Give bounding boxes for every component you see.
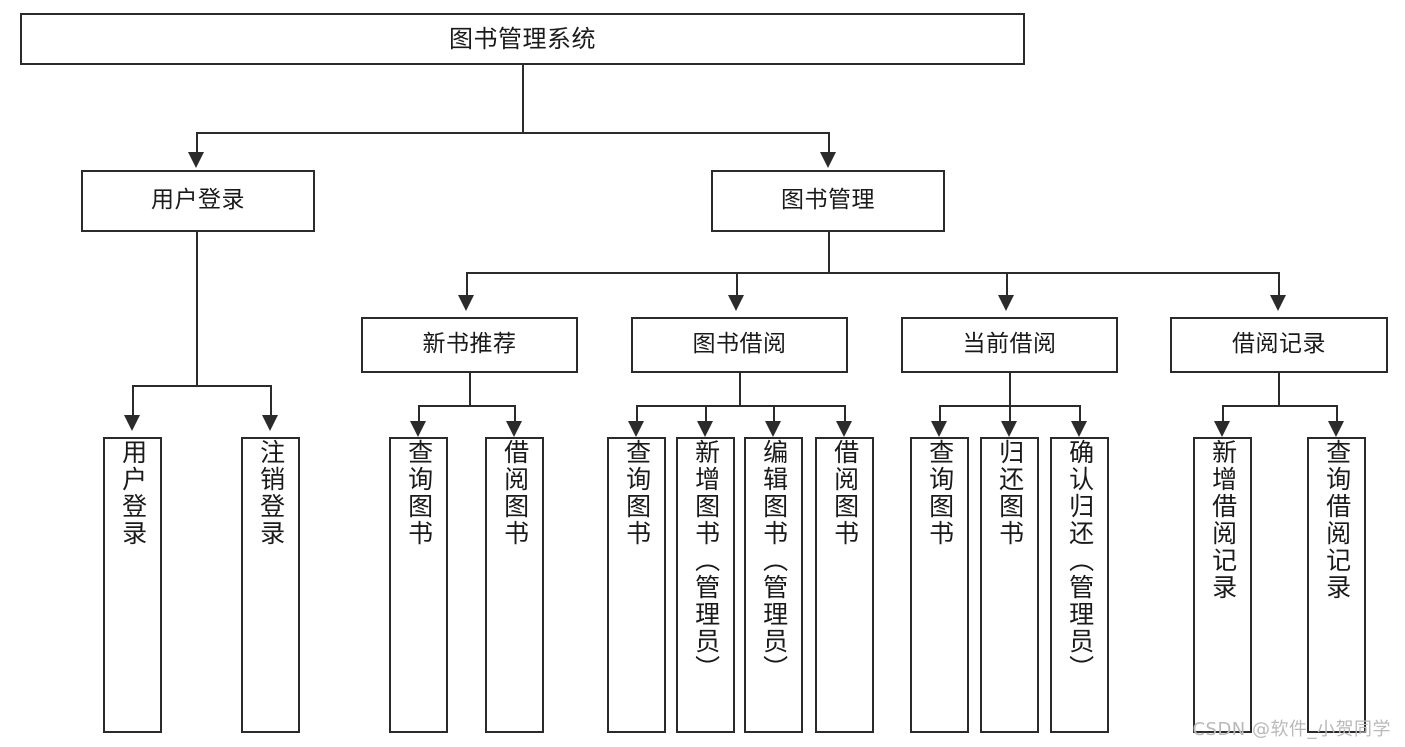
leaf-borrow-query-book[interactable]: 查询图书 — [607, 437, 666, 733]
node-label: 图书管理 — [781, 187, 875, 214]
node-new-book-recommend[interactable]: 新书推荐 — [361, 317, 578, 373]
arrowhead-new-book — [458, 295, 474, 311]
connector-borrow-record-drop-1 — [1222, 405, 1224, 423]
arrowhead-leaf-user-login-2 — [262, 415, 278, 431]
node-user-login[interactable]: 用户登录 — [81, 170, 315, 232]
connector-book-borrow-drop-2 — [705, 405, 707, 423]
connector-book-borrow-drop-4 — [844, 405, 846, 423]
leaf-add-borrow-record[interactable]: 新增借阅记录 — [1193, 437, 1252, 733]
node-label: 借阅图书 — [830, 439, 860, 547]
connector-book-borrow-bus — [636, 405, 844, 407]
node-label: 用户登录 — [151, 187, 245, 214]
node-borrow-record[interactable]: 借阅记录 — [1170, 317, 1388, 373]
connector-new-book-bus — [418, 405, 514, 407]
connector-current-borrow-stem — [1009, 373, 1011, 405]
arrowhead-user-login — [188, 152, 204, 168]
node-root-system[interactable]: 图书管理系统 — [20, 13, 1025, 65]
node-label: 新增图书（管理员） — [691, 439, 721, 682]
connector-user-login-stem — [196, 232, 198, 385]
leaf-query-borrow-record[interactable]: 查询借阅记录 — [1307, 437, 1366, 733]
node-label: 借阅记录 — [1232, 331, 1326, 358]
connector-root-bus — [196, 132, 828, 134]
node-label: 查询借阅记录 — [1322, 439, 1352, 601]
node-label: 编辑图书（管理员） — [759, 439, 789, 682]
arrowhead-leaf-current-borrow-1 — [931, 421, 947, 437]
connector-root-stem — [522, 65, 524, 132]
node-label: 用户登录 — [118, 439, 148, 547]
arrowhead-leaf-new-book-1 — [410, 421, 426, 437]
arrowhead-leaf-new-book-2 — [506, 421, 522, 437]
leaf-user-login[interactable]: 用户登录 — [103, 437, 162, 733]
connector-book-borrow-stem — [739, 373, 741, 405]
node-label: 借阅图书 — [500, 439, 530, 547]
node-label: 注销登录 — [256, 439, 286, 547]
node-label: 当前借阅 — [962, 331, 1057, 358]
arrowhead-book-borrow — [728, 295, 744, 311]
connector-to-borrow-record — [1278, 272, 1280, 297]
node-current-borrow[interactable]: 当前借阅 — [901, 317, 1118, 373]
leaf-add-book-admin[interactable]: 新增图书（管理员） — [676, 437, 735, 733]
arrowhead-leaf-book-borrow-3 — [765, 421, 781, 437]
leaf-borrow-book[interactable]: 借阅图书 — [815, 437, 874, 733]
connector-root-to-book-manage — [828, 132, 830, 154]
node-label: 图书借阅 — [692, 331, 787, 358]
arrowhead-leaf-user-login-1 — [124, 415, 140, 431]
connector-book-borrow-drop-3 — [773, 405, 775, 423]
arrowhead-leaf-book-borrow-1 — [628, 421, 644, 437]
arrowhead-leaf-current-borrow-2 — [1001, 421, 1017, 437]
leaf-new-book-borrow[interactable]: 借阅图书 — [485, 437, 544, 733]
connector-borrow-record-stem — [1278, 373, 1280, 405]
arrowhead-leaf-book-borrow-2 — [697, 421, 713, 437]
connector-book-manage-stem — [828, 232, 830, 272]
node-book-manage[interactable]: 图书管理 — [711, 170, 945, 232]
connector-to-book-borrow — [736, 272, 738, 297]
node-label: 查询图书 — [925, 439, 955, 547]
connector-borrow-record-drop-2 — [1336, 405, 1338, 423]
leaf-return-book[interactable]: 归还图书 — [980, 437, 1039, 733]
node-label: 图书管理系统 — [449, 24, 596, 53]
node-label: 查询图书 — [622, 439, 652, 547]
connector-to-new-book — [466, 272, 468, 297]
leaf-edit-book-admin[interactable]: 编辑图书（管理员） — [744, 437, 803, 733]
connector-root-to-user-login — [196, 132, 198, 154]
arrowhead-leaf-current-borrow-3 — [1071, 421, 1087, 437]
node-label: 新增借阅记录 — [1208, 439, 1238, 601]
connector-user-login-drop-2 — [270, 385, 272, 417]
connector-book-manage-bus — [466, 272, 1278, 274]
arrowhead-borrow-record — [1270, 295, 1286, 311]
leaf-confirm-return-admin[interactable]: 确认归还（管理员） — [1050, 437, 1109, 733]
connector-current-borrow-drop-1 — [939, 405, 941, 423]
connector-new-book-drop-1 — [418, 405, 420, 423]
arrowhead-current-borrow — [998, 295, 1014, 311]
node-label: 查询图书 — [404, 439, 434, 547]
connector-current-borrow-drop-2 — [1009, 405, 1011, 423]
connector-user-login-drop-1 — [132, 385, 134, 417]
node-label: 归还图书 — [995, 439, 1025, 547]
connector-current-borrow-drop-3 — [1079, 405, 1081, 423]
connector-new-book-drop-2 — [514, 405, 516, 423]
leaf-current-query-book[interactable]: 查询图书 — [910, 437, 969, 733]
arrowhead-leaf-book-borrow-4 — [836, 421, 852, 437]
arrowhead-book-manage — [820, 152, 836, 168]
connector-book-borrow-drop-1 — [636, 405, 638, 423]
node-label: 确认归还（管理员） — [1065, 439, 1095, 682]
node-book-borrow[interactable]: 图书借阅 — [631, 317, 848, 373]
leaf-new-book-query[interactable]: 查询图书 — [389, 437, 448, 733]
node-label: 新书推荐 — [422, 331, 517, 358]
arrowhead-leaf-borrow-record-2 — [1328, 421, 1344, 437]
connector-new-book-stem — [469, 373, 471, 405]
connector-to-current-borrow — [1006, 272, 1008, 297]
arrowhead-leaf-borrow-record-1 — [1214, 421, 1230, 437]
connector-borrow-record-bus — [1222, 405, 1336, 407]
leaf-logout[interactable]: 注销登录 — [241, 437, 300, 733]
connector-user-login-bus — [132, 385, 270, 387]
